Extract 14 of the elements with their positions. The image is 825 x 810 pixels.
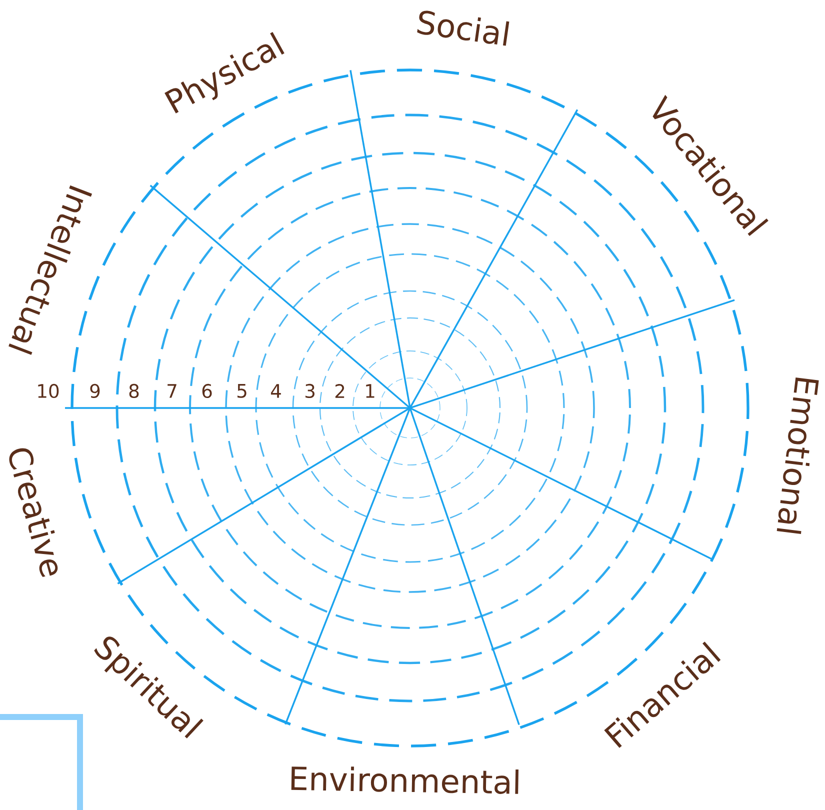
scale-number: 2 [335, 384, 344, 398]
category-label: Emotional [776, 378, 819, 534]
scale-number: 6 [202, 384, 212, 398]
category-label: Environmental [291, 766, 518, 794]
scale-number: 10 [38, 384, 59, 398]
scale-number: 5 [238, 384, 246, 398]
scale-number: 3 [306, 384, 314, 398]
scale-number: 1 [366, 384, 374, 398]
scale-number: 7 [168, 384, 176, 398]
scale-number: 9 [90, 384, 100, 398]
scale-number: 8 [129, 384, 139, 398]
category-label: Creative [9, 448, 58, 577]
scale-number: 4 [270, 384, 281, 398]
category-label: Social [417, 10, 510, 46]
